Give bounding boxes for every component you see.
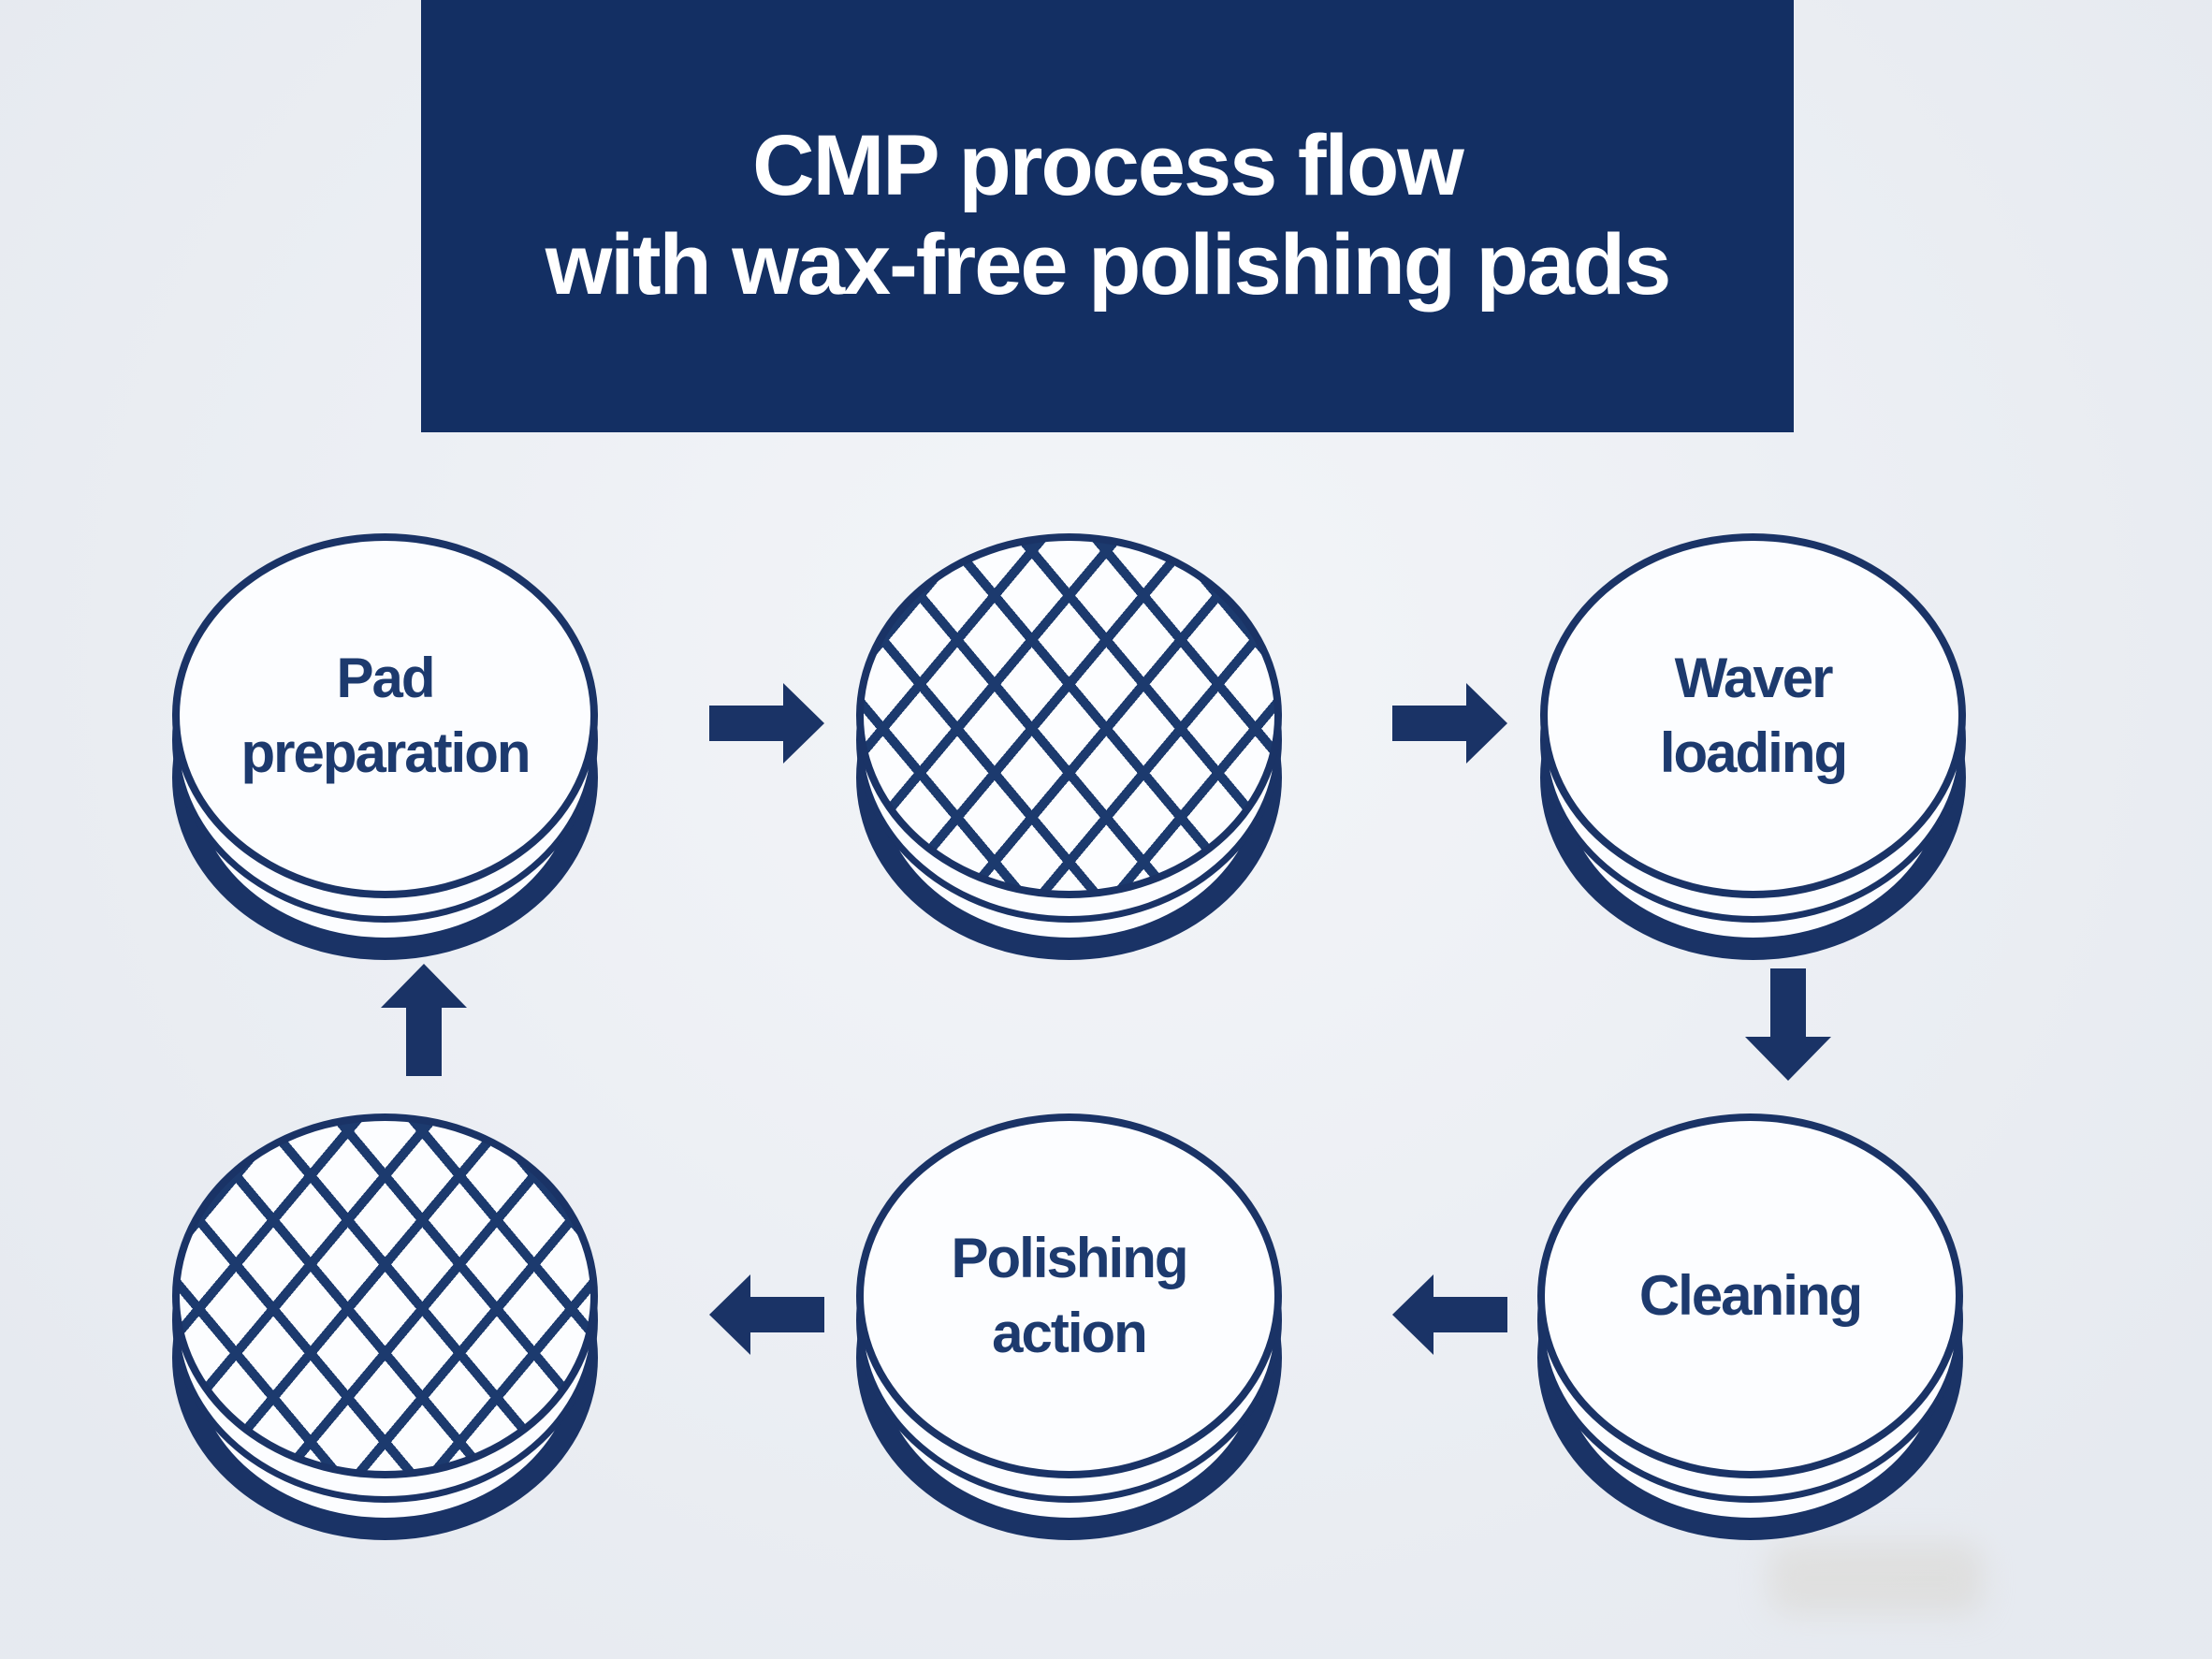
arrow-head xyxy=(709,1274,750,1355)
arrow-head xyxy=(1745,1037,1831,1081)
arrow-up-icon xyxy=(381,964,467,1076)
page-title-line1: CMP process flow xyxy=(752,118,1464,214)
arrow-head xyxy=(1392,1274,1433,1355)
arrow-shaft xyxy=(1770,968,1806,1037)
arrow-head xyxy=(1466,683,1507,764)
arrow-right-icon xyxy=(1392,683,1507,764)
node-polishing-pad-top xyxy=(856,533,1282,960)
disk-face: Polishing action xyxy=(856,1113,1282,1478)
node-polishing-pad-bottom xyxy=(172,1113,598,1540)
arrow-right-icon xyxy=(709,683,824,764)
arrow-head xyxy=(381,964,467,1008)
node-label-line2: loading xyxy=(1659,721,1848,784)
disk-face: Cleaning xyxy=(1537,1113,1963,1478)
title-banner: CMP process flow with wax-free polishing… xyxy=(421,0,1794,432)
node-label-line2: action xyxy=(992,1302,1148,1364)
arrow-shaft xyxy=(406,1008,442,1076)
page-title-line2: with wax-free polishing pads xyxy=(545,217,1671,313)
arrow-left-icon xyxy=(1392,1274,1507,1355)
node-label-line1: Waver xyxy=(1674,647,1834,709)
node-label-line1: Cleaning xyxy=(1638,1264,1863,1327)
crosshatch-pad-icon xyxy=(172,1113,598,1478)
node-cleaning: Cleaning xyxy=(1537,1113,1963,1540)
node-wafer-loading: Waver loading xyxy=(1540,533,1966,960)
node-label-line1: Pad xyxy=(336,647,435,709)
arrow-head xyxy=(783,683,824,764)
node-label-line2: preparation xyxy=(240,721,531,784)
arrow-shaft xyxy=(1392,706,1466,741)
arrow-shaft xyxy=(1433,1297,1507,1332)
crosshatch-pad-icon xyxy=(856,533,1282,898)
arrow-left-icon xyxy=(709,1274,824,1355)
arrow-shaft xyxy=(709,706,783,741)
node-label-line1: Polishing xyxy=(951,1227,1189,1289)
arrow-shaft xyxy=(750,1297,824,1332)
arrow-down-icon xyxy=(1745,968,1831,1081)
background-smudge xyxy=(1768,1542,1984,1615)
node-pad-preparation: Pad preparation xyxy=(172,533,598,960)
node-polishing-action: Polishing action xyxy=(856,1113,1282,1540)
disk-face: Waver loading xyxy=(1540,533,1966,898)
disk-face: Pad preparation xyxy=(172,533,598,898)
